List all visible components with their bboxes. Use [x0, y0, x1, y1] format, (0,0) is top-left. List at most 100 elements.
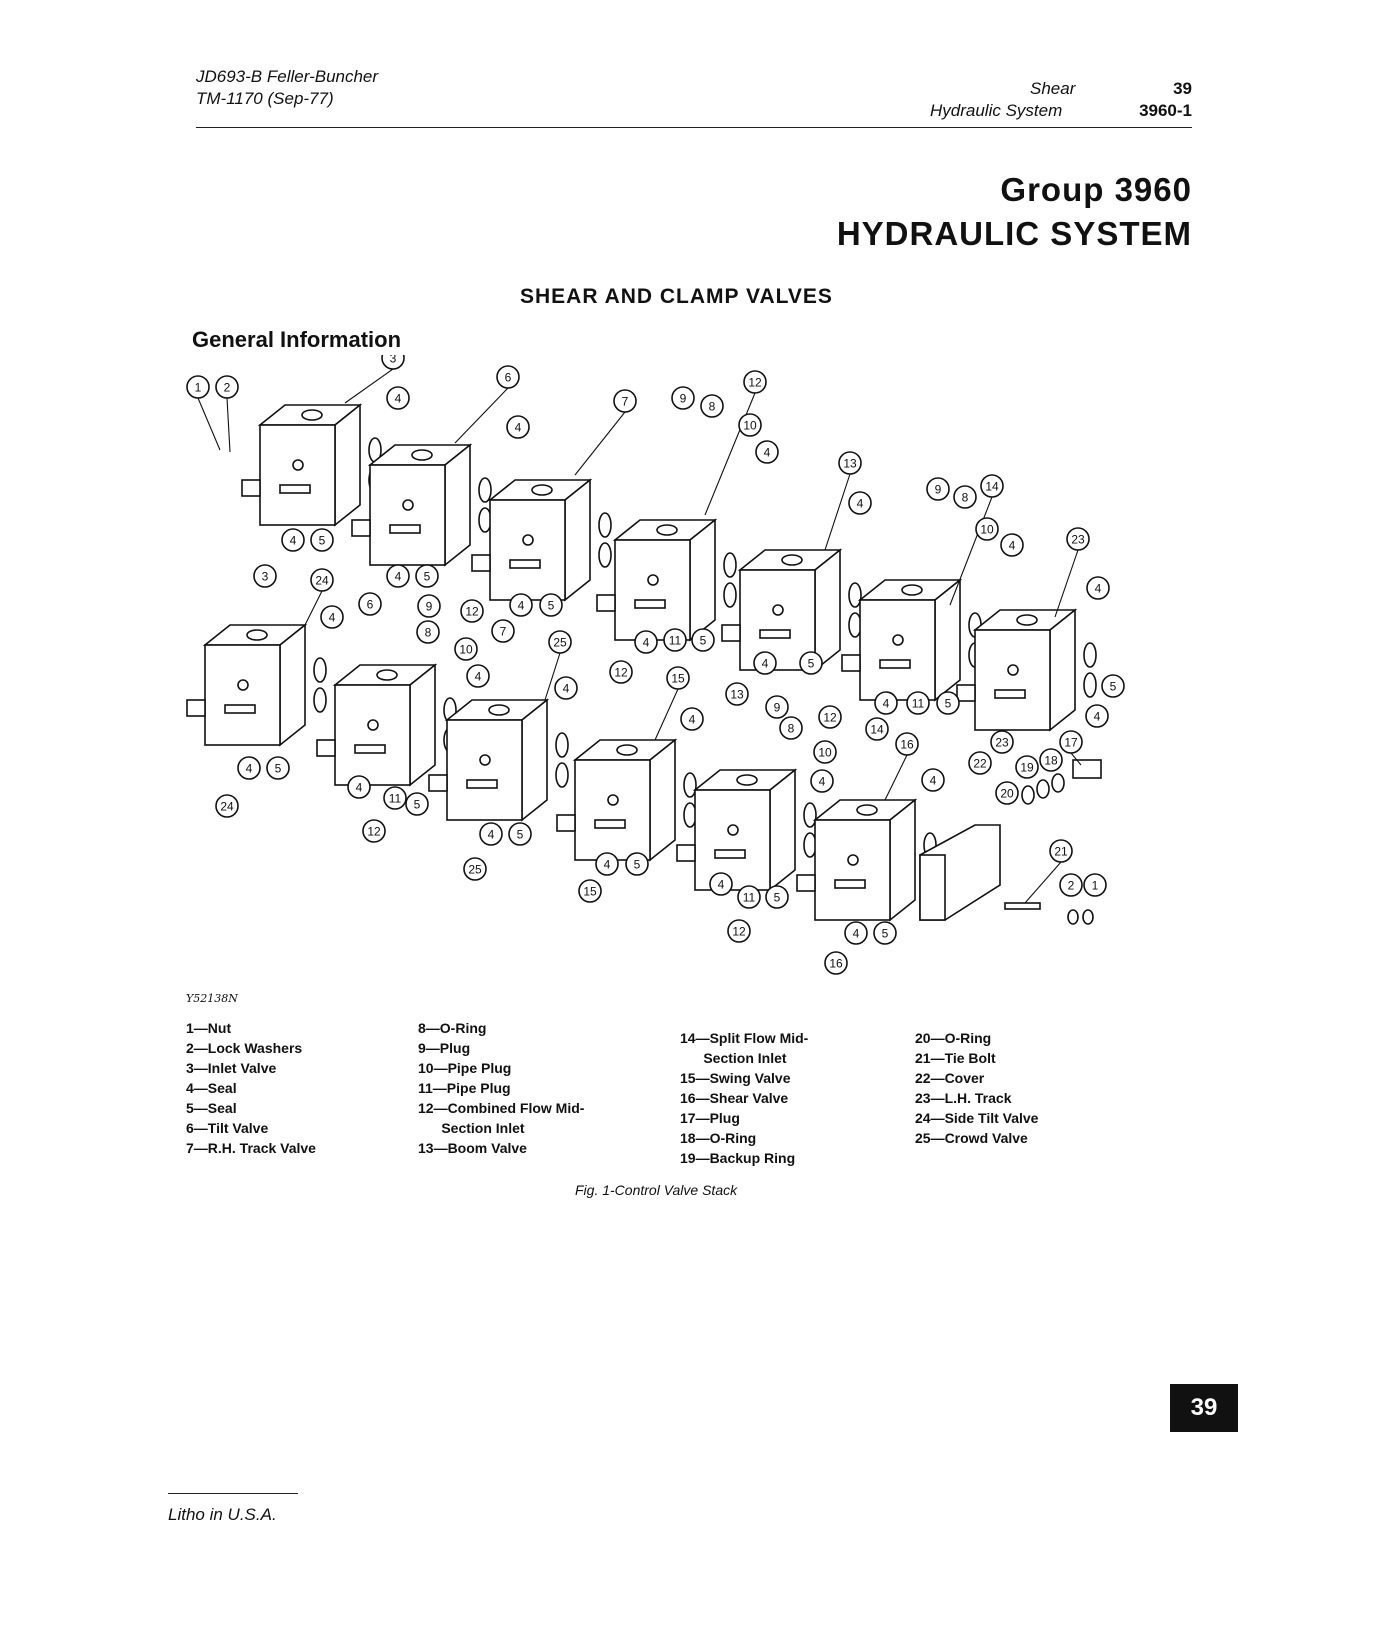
leader-line [884, 754, 908, 801]
svg-text:4: 4 [643, 636, 650, 650]
callout-4: 4 [848, 491, 872, 515]
group-title: HYDRAULIC SYSTEM [836, 215, 1192, 252]
callout-10: 10 [454, 637, 478, 661]
callout-4: 4 [1085, 704, 1109, 728]
svg-text:12: 12 [732, 925, 746, 939]
valve-block [596, 518, 737, 642]
callout-5: 5 [415, 564, 439, 588]
svg-text:24: 24 [220, 800, 234, 814]
svg-text:22: 22 [973, 757, 987, 771]
valve-block [676, 768, 817, 892]
svg-text:15: 15 [583, 885, 597, 899]
callout-8: 8 [416, 620, 440, 644]
callout-4: 4 [874, 691, 898, 715]
callout-4: 4 [709, 872, 733, 896]
svg-text:12: 12 [465, 605, 479, 619]
leader-line [949, 496, 993, 606]
valve-block [316, 663, 457, 787]
legend-item: 3—Inlet Valve [186, 1060, 277, 1076]
valve-block [556, 738, 697, 862]
svg-text:4: 4 [604, 858, 611, 872]
svg-text:18: 18 [1044, 754, 1058, 768]
figure-id: Y52138N [186, 992, 238, 1005]
callout-10: 10 [738, 413, 762, 437]
svg-text:5: 5 [424, 570, 431, 584]
svg-text:4: 4 [762, 657, 769, 671]
svg-text:8: 8 [709, 400, 716, 414]
svg-text:14: 14 [985, 480, 999, 494]
callout-3: 3 [253, 564, 277, 588]
legend-item: 7—R.H. Track Valve [186, 1140, 316, 1156]
callout-4: 4 [386, 564, 410, 588]
legend-item: 19—Backup Ring [680, 1150, 796, 1166]
callout-7: 7 [613, 389, 637, 413]
legend-item: 4—Seal [186, 1080, 237, 1096]
legend-item: 12—Combined Flow Mid- [418, 1100, 585, 1116]
svg-text:9: 9 [680, 392, 687, 406]
legend-item: 18—O-Ring [680, 1130, 757, 1146]
callout-5: 5 [625, 852, 649, 876]
legend-item: 21—Tie Bolt [915, 1050, 996, 1066]
callout-2: 2 [1059, 873, 1083, 897]
valve-block [841, 578, 982, 702]
legend-item: 5—Seal [186, 1100, 237, 1116]
svg-text:13: 13 [730, 688, 744, 702]
legend-item: 22—Cover [915, 1070, 985, 1086]
svg-text:4: 4 [857, 497, 864, 511]
header-left: JD693-B Feller-Buncher TM-1170 (Sep-77) [196, 66, 378, 110]
svg-text:4: 4 [475, 670, 482, 684]
callout-15: 15 [578, 879, 602, 903]
callout-9: 9 [417, 594, 441, 618]
legend-item: 6—Tilt Valve [186, 1120, 269, 1136]
svg-text:5: 5 [319, 534, 326, 548]
callout-5: 5 [799, 651, 823, 675]
svg-text:6: 6 [367, 598, 374, 612]
svg-text:24: 24 [315, 574, 329, 588]
svg-text:23: 23 [995, 736, 1009, 750]
legend-item: 17—Plug [680, 1110, 740, 1126]
svg-text:4: 4 [718, 878, 725, 892]
svg-text:5: 5 [808, 657, 815, 671]
legend-item: 1—Nut [186, 1020, 232, 1036]
callout-8: 8 [779, 716, 803, 740]
svg-text:4: 4 [764, 446, 771, 460]
callout-9: 9 [671, 386, 695, 410]
group-heading: Group 3960 HYDRAULIC SYSTEM [837, 168, 1192, 256]
callout-12: 12 [743, 370, 767, 394]
svg-text:3: 3 [390, 355, 397, 366]
legend-column-4: 20—O-Ring 21—Tie Bolt 22—Cover 23—L.H. T… [915, 1028, 1038, 1148]
callout-4: 4 [595, 852, 619, 876]
svg-text:10: 10 [818, 746, 832, 760]
header-page-number: 39 [1173, 79, 1192, 98]
leader-lines [197, 368, 1082, 904]
svg-text:16: 16 [900, 738, 914, 752]
figure-caption: Fig. 1-Control Valve Stack [575, 1182, 738, 1198]
leader-line [197, 397, 221, 451]
svg-text:10: 10 [980, 523, 994, 537]
page-number-tab: 39 [1170, 1384, 1238, 1432]
svg-text:12: 12 [614, 666, 628, 680]
svg-text:4: 4 [819, 775, 826, 789]
svg-text:16: 16 [829, 957, 843, 971]
svg-text:7: 7 [622, 395, 629, 409]
legend-item: 23—L.H. Track [915, 1090, 1012, 1106]
svg-text:10: 10 [743, 419, 757, 433]
callout-23: 23 [1066, 527, 1090, 551]
legend-item: 16—Shear Valve [680, 1090, 789, 1106]
svg-text:17: 17 [1064, 736, 1078, 750]
callout-8: 8 [953, 485, 977, 509]
callout-1: 1 [1083, 873, 1107, 897]
svg-text:2: 2 [1068, 879, 1075, 893]
callout-25: 25 [463, 857, 487, 881]
callout-14: 14 [980, 474, 1004, 498]
svg-text:4: 4 [395, 570, 402, 584]
legend-item: Section Inlet [418, 1120, 525, 1136]
header-right-row-2: Hydraulic System 3960-1 [900, 100, 1192, 122]
svg-text:12: 12 [748, 376, 762, 390]
callout-4: 4 [680, 707, 704, 731]
valve-drawings [186, 403, 1102, 925]
callout-22: 22 [968, 751, 992, 775]
callout-4: 4 [281, 528, 305, 552]
callout-4: 4 [634, 630, 658, 654]
callout-12: 12 [818, 705, 842, 729]
